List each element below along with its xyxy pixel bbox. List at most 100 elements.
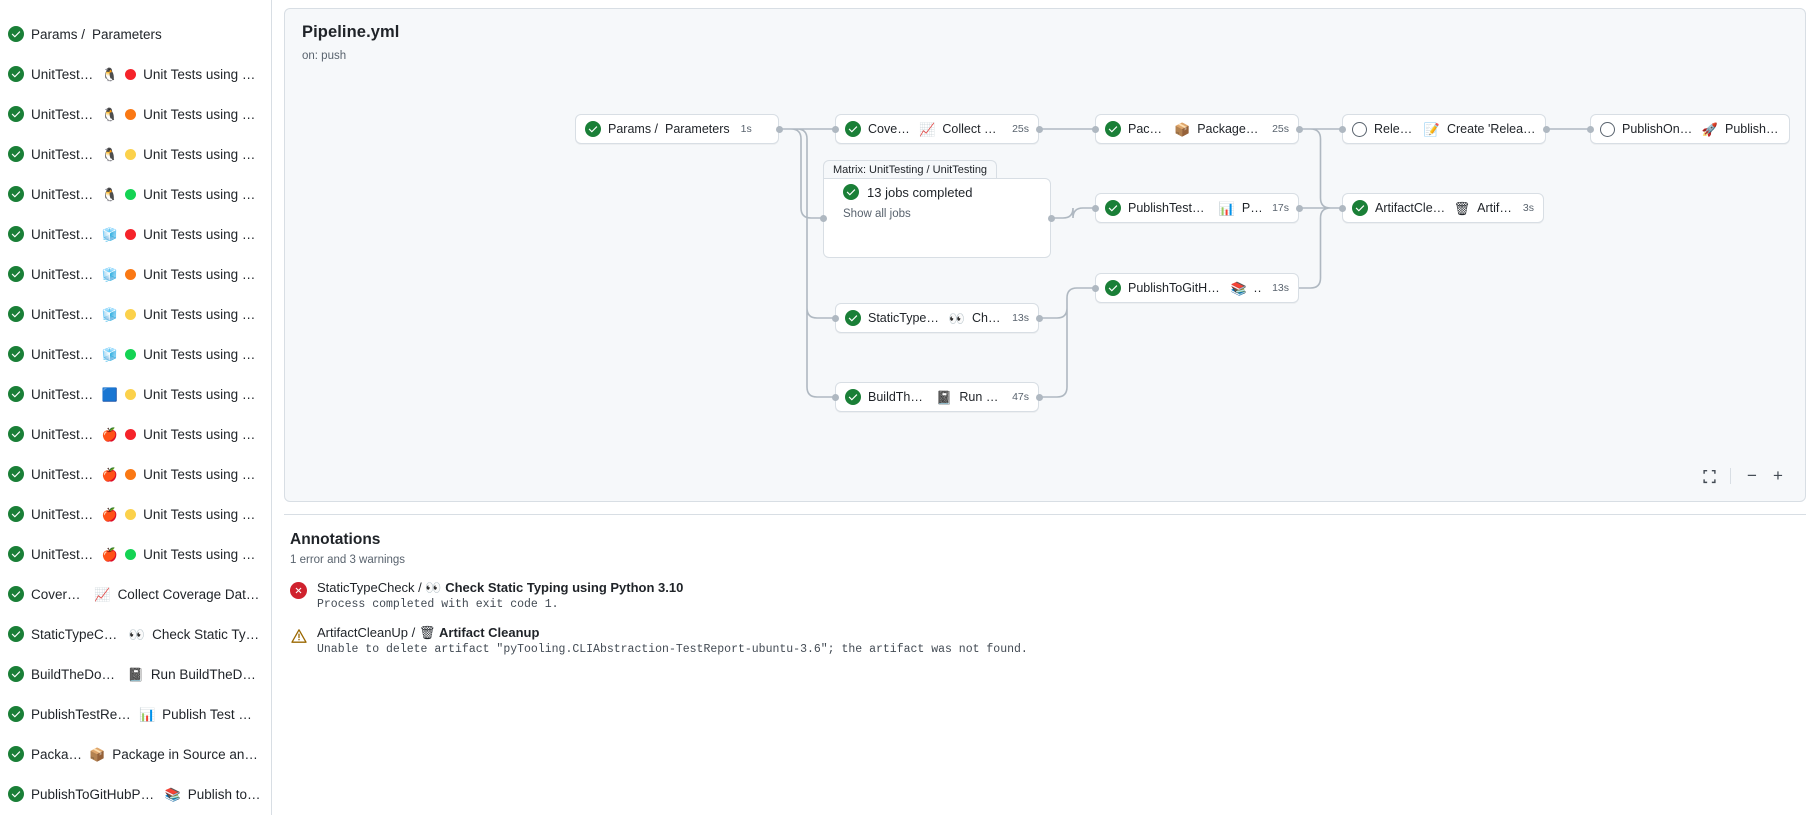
python-version-dot-icon	[125, 308, 137, 320]
node-port	[1091, 284, 1099, 292]
sidebar-item[interactable]: UnitTesting / 🐧Unit Tests using Pyth...	[0, 94, 271, 134]
job-emoji-icon: 🍎	[101, 546, 119, 562]
graph-node[interactable]: StaticTypeCheck / 👀Chec...13s	[835, 303, 1039, 333]
python-version-dot-icon	[125, 388, 137, 400]
matrix-group[interactable]: Matrix: UnitTesting / UnitTesting 13 jobs…	[823, 160, 1051, 258]
sidebar-item[interactable]: UnitTesting / 🐧Unit Tests using Pyth...	[0, 54, 271, 94]
sidebar-item[interactable]: PublishTestResults / 📊Publish Test Resu.…	[0, 694, 271, 734]
job-emoji-icon: 🗑	[1453, 200, 1471, 216]
node-label: Create 'Release P...	[1446, 122, 1536, 136]
sidebar-item-prefix: UnitTesting /	[31, 186, 95, 202]
job-emoji-icon: 🗑	[418, 625, 436, 640]
success-check-icon	[8, 106, 24, 122]
sidebar-item-label: Package in Source and Wh...	[112, 746, 261, 762]
graph-node[interactable]: ArtifactCleanUp / 🗑Artifac...3s	[1342, 193, 1544, 223]
success-check-icon	[845, 389, 861, 405]
python-version-dot-icon	[125, 268, 137, 280]
annotations-header: Annotations 1 error and 3 warnings	[284, 531, 1806, 566]
workflow-graph-panel[interactable]: Pipeline.yml on: push Params / Parameter…	[284, 8, 1806, 502]
fullscreen-icon[interactable]	[1698, 465, 1720, 487]
sidebar-item[interactable]: UnitTesting / 🐧Unit Tests using Pyth...	[0, 174, 271, 214]
sidebar-item-prefix: UnitTesting /	[31, 266, 95, 282]
node-port	[1542, 125, 1550, 133]
zoom-controls[interactable]: − +	[1698, 465, 1789, 487]
sidebar-item[interactable]: PublishToGitHubPages / 📚Publish to G...	[0, 774, 271, 814]
graph-node[interactable]: Coverage / 📈Collect Cove...25s	[835, 114, 1039, 144]
sidebar-item[interactable]: UnitTesting / 🧊Unit Tests using Pyth...	[0, 294, 271, 334]
node-port	[1035, 125, 1043, 133]
node-label: Collect Cove...	[942, 122, 1001, 136]
success-check-icon	[8, 706, 24, 722]
job-emoji-icon: 🍎	[101, 426, 119, 442]
workflow-trigger: on: push	[302, 50, 347, 62]
python-version-dot-icon	[125, 148, 137, 160]
zoom-out-button[interactable]: −	[1747, 466, 1757, 485]
job-emoji-icon: 🧊	[101, 306, 119, 322]
sidebar-item-label: Unit Tests using Pyth...	[143, 506, 261, 522]
node-port	[1091, 204, 1099, 212]
graph-node[interactable]: Package / 📦Package in So...25s	[1095, 114, 1299, 144]
node-port	[1338, 125, 1346, 133]
graph-node[interactable]: Release / 📝Create 'Release P...	[1342, 114, 1546, 144]
node-duration: 47s	[1012, 391, 1029, 403]
show-all-jobs-link[interactable]: Show all jobs	[843, 208, 911, 220]
sidebar-item-label: Unit Tests using Pyth...	[143, 106, 261, 122]
graph-node[interactable]: PublishToGitHubPages / 📚...13s	[1095, 273, 1299, 303]
sidebar-item[interactable]: UnitTesting / 🟦Unit Tests using Pyth...	[0, 374, 271, 414]
sidebar-item[interactable]: UnitTesting / 🧊Unit Tests using Pyth...	[0, 214, 271, 254]
sidebar-item[interactable]: UnitTesting / 🐧Unit Tests using Pyth...	[0, 134, 271, 174]
sidebar-item[interactable]: Params / Parameters	[0, 14, 271, 54]
node-port	[831, 393, 839, 401]
success-check-icon	[8, 626, 24, 642]
node-label: ...	[1253, 281, 1261, 295]
annotation-item[interactable]: StaticTypeCheck / 👀 Check Static Typing …	[284, 566, 1806, 611]
sidebar-item-label: Unit Tests using Pyth...	[143, 306, 261, 322]
job-emoji-icon: 🚀	[1701, 121, 1718, 137]
sidebar-item[interactable]: StaticTypeCheck / 👀Check Static Typing..…	[0, 614, 271, 654]
graph-node[interactable]: PublishTestResults / 📊Pu...17s	[1095, 193, 1299, 223]
success-check-icon	[845, 310, 861, 326]
sidebar-item[interactable]: UnitTesting / 🧊Unit Tests using Pyth...	[0, 334, 271, 374]
sidebar-item[interactable]: Package / 📦Package in Source and Wh...	[0, 734, 271, 774]
job-emoji-icon: 📊	[1218, 200, 1235, 216]
sidebar-item[interactable]: Coverage / 📈Collect Coverage Data usi...	[0, 574, 271, 614]
success-check-icon	[8, 786, 24, 802]
error-icon	[290, 582, 307, 599]
sidebar-item-label: Unit Tests using Pyth...	[143, 66, 261, 82]
sidebar-item[interactable]: BuildTheDocs / 📓Run BuildTheDocs	[0, 654, 271, 694]
sidebar-item[interactable]: UnitTesting / 🍎Unit Tests using Pyth...	[0, 414, 271, 454]
job-emoji-icon: 📦	[89, 746, 106, 762]
sidebar-item-label: Collect Coverage Data usi...	[117, 586, 261, 602]
warning-icon	[290, 627, 307, 644]
annotation-step-name: Check Static Typing using Python 3.10	[445, 580, 684, 595]
graph-node[interactable]: BuildTheDocs / 📓Run Buil...47s	[835, 382, 1039, 412]
sidebar-item[interactable]: UnitTesting / 🍎Unit Tests using Pyth...	[0, 454, 271, 494]
sidebar-item[interactable]: UnitTesting / 🧊Unit Tests using Pyth...	[0, 254, 271, 294]
sidebar-item[interactable]: UnitTesting / 🍎Unit Tests using Pyth...	[0, 494, 271, 534]
matrix-body[interactable]	[823, 178, 1051, 258]
annotation-title: StaticTypeCheck / 👀 Check Static Typing …	[317, 580, 683, 595]
sidebar-item-prefix: UnitTesting /	[31, 426, 95, 442]
matrix-tab-label: Matrix: UnitTesting / UnitTesting	[823, 160, 998, 179]
zoom-in-button[interactable]: +	[1773, 466, 1783, 485]
node-prefix: BuildTheDocs /	[868, 390, 929, 404]
sidebar-item[interactable]: UnitTesting / 🍎Unit Tests using Pyth...	[0, 534, 271, 574]
sidebar-item-label: Publish to G...	[187, 786, 261, 802]
node-port	[1035, 393, 1043, 401]
matrix-jobs-row[interactable]: 13 jobs completed	[843, 184, 973, 200]
sidebar-item-label: Unit Tests using Pyth...	[143, 466, 261, 482]
sidebar-item-label: Unit Tests using Pyth...	[143, 146, 261, 162]
node-duration: 13s	[1272, 282, 1289, 294]
job-emoji-icon: 👀	[948, 310, 966, 326]
graph-node[interactable]: PublishOnPyPI / 🚀Publish to ...	[1590, 114, 1790, 144]
success-check-icon	[1352, 200, 1368, 216]
node-prefix: PublishOnPyPI /	[1622, 122, 1695, 136]
sidebar-item-label: Publish Test Resu...	[162, 706, 261, 722]
success-check-icon	[8, 306, 24, 322]
success-check-icon	[8, 746, 24, 762]
node-port	[1035, 314, 1043, 322]
